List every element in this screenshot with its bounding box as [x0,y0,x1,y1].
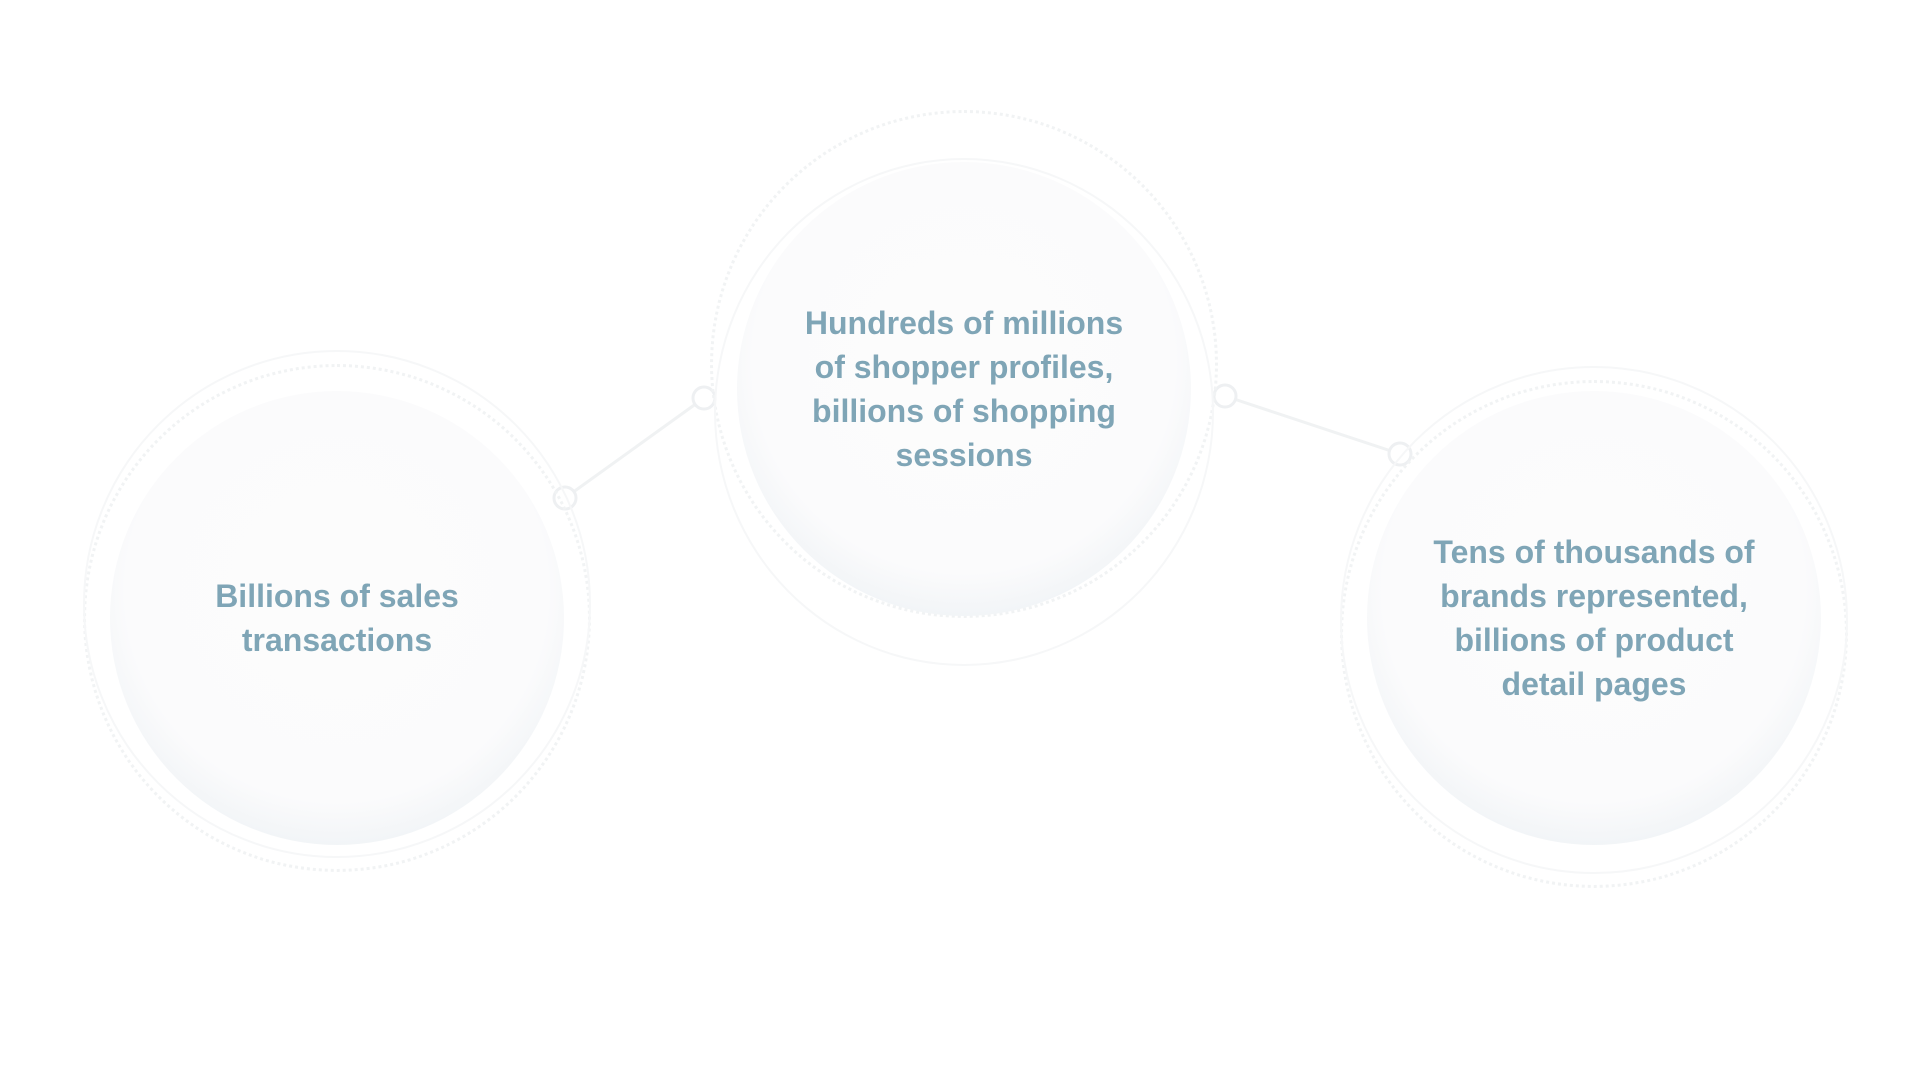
node-halo-brands [1340,366,1848,874]
node-label-sales: Billions of sales transactions [215,578,459,658]
node-label-brands: Tens of thousands of brands represented,… [1433,534,1755,702]
connector-shoppers-brands [1224,394,1401,456]
node-halo-sales [83,350,591,858]
node-bubble-sales: Billions of sales transactions [110,391,564,845]
node-label-shoppers: Hundreds of millions of shopper profiles… [804,305,1124,473]
node-bubble-brands: Tens of thousands of brands represented,… [1367,391,1821,845]
node-bubble-shoppers: Hundreds of millions of shopper profiles… [737,162,1191,616]
connector-sales-shoppers [564,396,705,500]
connector-node-shoppers-end [1212,383,1238,409]
node-halo-shoppers [714,158,1214,666]
